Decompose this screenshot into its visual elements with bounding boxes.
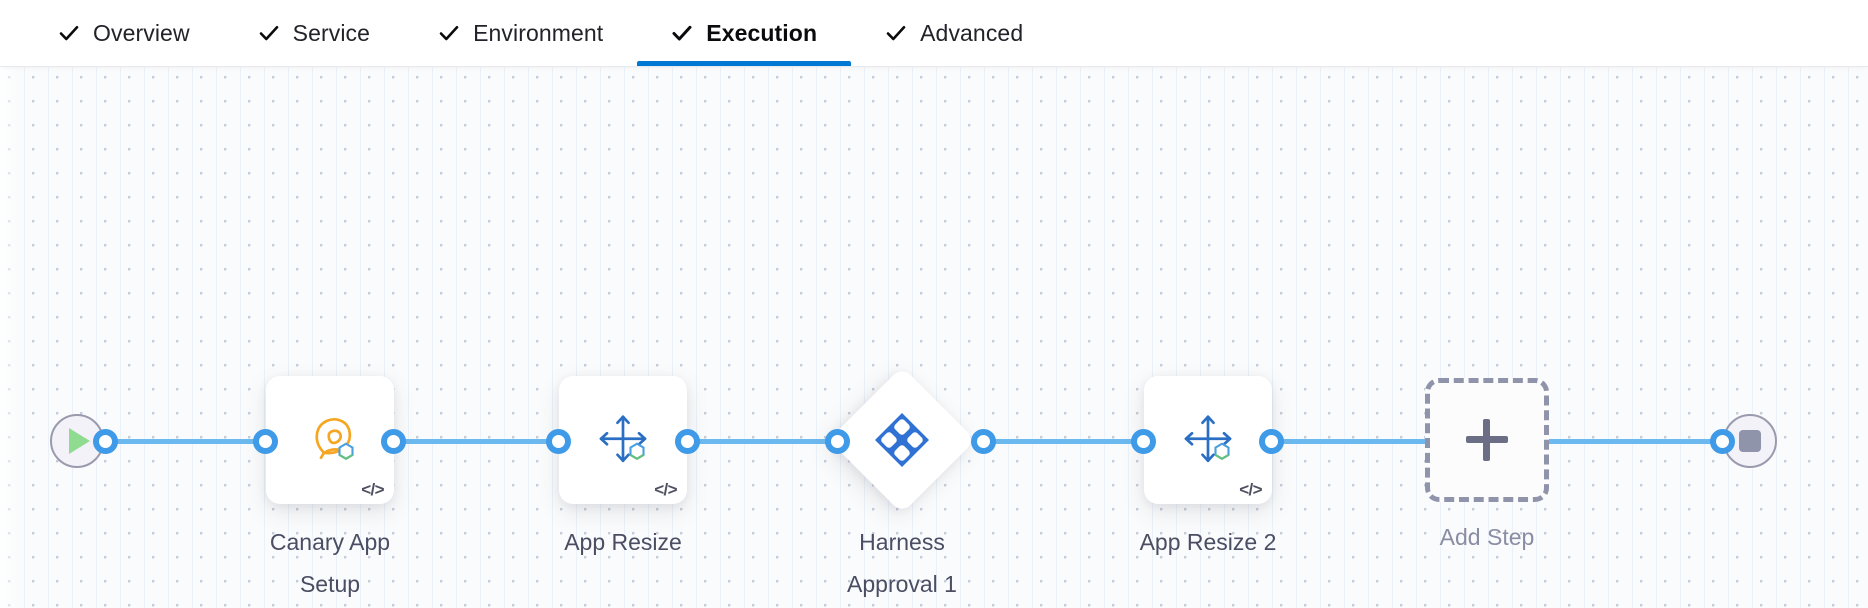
hexagon-badge bbox=[338, 442, 354, 460]
check-icon bbox=[58, 22, 80, 44]
check-icon bbox=[671, 22, 693, 44]
plus-icon bbox=[1466, 419, 1508, 461]
port-step4-in[interactable] bbox=[1131, 429, 1156, 454]
resize-arrows-icon bbox=[592, 408, 654, 470]
port-step3-out[interactable] bbox=[971, 429, 996, 454]
tab-label: Advanced bbox=[920, 19, 1024, 46]
step-label-app-resize-2: App Resize 2 bbox=[1139, 529, 1277, 555]
add-step-node[interactable] bbox=[1425, 378, 1549, 502]
step-label-app-resize: App Resize bbox=[564, 529, 682, 555]
tab-execution[interactable]: Execution bbox=[637, 0, 852, 66]
tab-label: Environment bbox=[473, 19, 604, 46]
connector-step1-to-step2 bbox=[396, 439, 571, 444]
tab-label: Overview bbox=[93, 19, 190, 46]
code-view-icon[interactable]: </> bbox=[1239, 480, 1262, 499]
step-node-app-resize-2[interactable]: </> bbox=[1144, 376, 1272, 504]
step-label-canary-app-setup: Canary App Setup bbox=[269, 529, 391, 597]
play-icon bbox=[69, 428, 90, 454]
check-icon bbox=[438, 22, 460, 44]
stop-icon bbox=[1739, 430, 1761, 452]
hexagon-badge bbox=[629, 442, 645, 460]
harness-approval-icon bbox=[872, 410, 932, 470]
step-node-harness-approval-1[interactable] bbox=[828, 366, 976, 514]
tab-label: Service bbox=[292, 19, 371, 46]
tab-active-indicator bbox=[224, 61, 404, 66]
code-view-icon[interactable]: </> bbox=[654, 480, 677, 499]
tab-active-indicator bbox=[851, 61, 1057, 66]
tab-label: Execution bbox=[706, 19, 818, 46]
port-step1-in[interactable] bbox=[253, 429, 278, 454]
port-step4-out[interactable] bbox=[1259, 429, 1284, 454]
check-icon bbox=[258, 22, 280, 44]
tab-overview[interactable]: Overview bbox=[24, 0, 224, 66]
tab-service[interactable]: Service bbox=[224, 0, 404, 66]
connector-start-to-step1 bbox=[105, 439, 265, 444]
port-step2-in[interactable] bbox=[546, 429, 571, 454]
port-step1-out[interactable] bbox=[381, 429, 406, 454]
pipeline-execution-canvas[interactable]: </> Canary App Setup bbox=[0, 66, 1868, 608]
pipeline-flow: </> Canary App Setup bbox=[0, 66, 1868, 608]
connector-addstep-to-end bbox=[1546, 439, 1716, 444]
port-step3-in[interactable] bbox=[825, 429, 850, 454]
add-step-label: Add Step bbox=[1439, 524, 1535, 550]
step-node-canary-app-setup[interactable]: </> bbox=[266, 376, 394, 504]
connector-step2-to-step3 bbox=[690, 439, 840, 444]
connector-step3-to-step4 bbox=[984, 439, 1144, 444]
port-end-in[interactable] bbox=[1710, 429, 1735, 454]
step-label-harness-approval-1: Harness Approval 1 bbox=[847, 529, 957, 597]
tab-active-indicator bbox=[637, 61, 852, 66]
tab-environment[interactable]: Environment bbox=[404, 0, 637, 66]
connector-step4-to-addstep bbox=[1270, 439, 1430, 444]
hexagon-badge bbox=[1214, 442, 1230, 460]
code-view-icon[interactable]: </> bbox=[361, 480, 384, 499]
tab-active-indicator bbox=[24, 61, 224, 66]
tab-advanced[interactable]: Advanced bbox=[851, 0, 1057, 66]
canary-bird-icon bbox=[299, 408, 361, 470]
resize-arrows-icon bbox=[1177, 408, 1239, 470]
step-node-app-resize[interactable]: </> bbox=[559, 376, 687, 504]
check-icon bbox=[885, 22, 907, 44]
port-step2-out[interactable] bbox=[675, 429, 700, 454]
tab-active-indicator bbox=[404, 61, 637, 66]
pipeline-stage-tabs: Overview Service Environment Execution A… bbox=[0, 0, 1868, 66]
port-start-out[interactable] bbox=[93, 429, 118, 454]
